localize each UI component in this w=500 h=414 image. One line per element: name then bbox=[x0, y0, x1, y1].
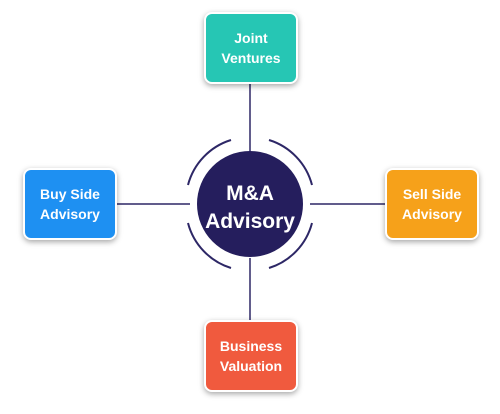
business-valuation-label: Business Valuation bbox=[219, 338, 283, 374]
center-ring-arc-bottom-right bbox=[268, 222, 313, 269]
buy-side-advisory-box[interactable]: Buy Side Advisory bbox=[23, 168, 117, 240]
joint-ventures-label: Joint Ventures bbox=[221, 30, 281, 66]
center-ring-arc-top-left bbox=[187, 139, 232, 186]
sell-side-advisory-box[interactable]: Sell Side Advisory bbox=[385, 168, 479, 240]
center-hub-label: M&A Advisory bbox=[205, 182, 295, 233]
center-ring-arc-bottom-left bbox=[187, 222, 232, 269]
center-ring-arc-top-right bbox=[268, 139, 313, 186]
business-valuation-box[interactable]: Business Valuation bbox=[204, 320, 298, 392]
buy-side-advisory-label: Buy Side Advisory bbox=[40, 186, 100, 222]
sell-side-advisory-label: Sell Side Advisory bbox=[402, 186, 462, 222]
center-circle bbox=[197, 151, 303, 257]
joint-ventures-box[interactable]: Joint Ventures bbox=[204, 12, 298, 84]
center-hub: M&A Advisory bbox=[190, 158, 310, 258]
